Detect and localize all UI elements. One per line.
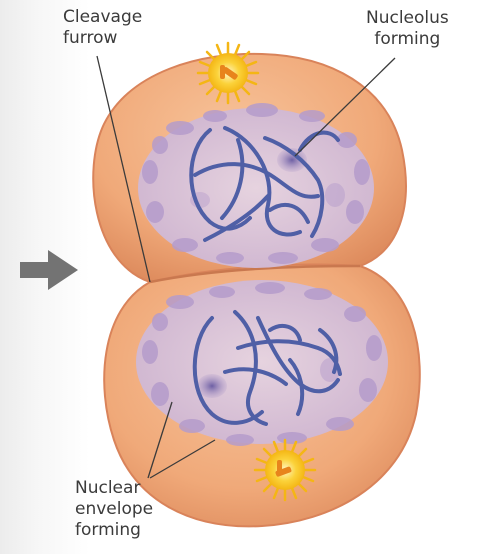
- centrosome-icon: [255, 440, 315, 500]
- cleavage-furrow-label: Cleavage furrow: [63, 7, 142, 49]
- cleavage-furrow-label-line2: furrow: [63, 28, 142, 49]
- nuclear-envelope-label-line3: forming: [75, 520, 153, 541]
- nucleolus-forming-label: Nucleolus forming: [366, 8, 449, 50]
- nucleolus-forming-label-line1: Nucleolus: [366, 8, 449, 29]
- centrosome-icon: [198, 43, 258, 103]
- nuclear-envelope-forming-label: Nuclear envelope forming: [75, 478, 153, 541]
- cleavage-furrow-label-line1: Cleavage: [63, 7, 142, 28]
- nuclear-envelope-label-line2: envelope: [75, 499, 153, 520]
- nuclear-envelope-label-line1: Nuclear: [75, 478, 153, 499]
- nucleolus-bottom: [197, 374, 227, 398]
- arrow-right-icon: [20, 250, 78, 290]
- nucleolus-forming-label-line2: forming: [366, 29, 449, 50]
